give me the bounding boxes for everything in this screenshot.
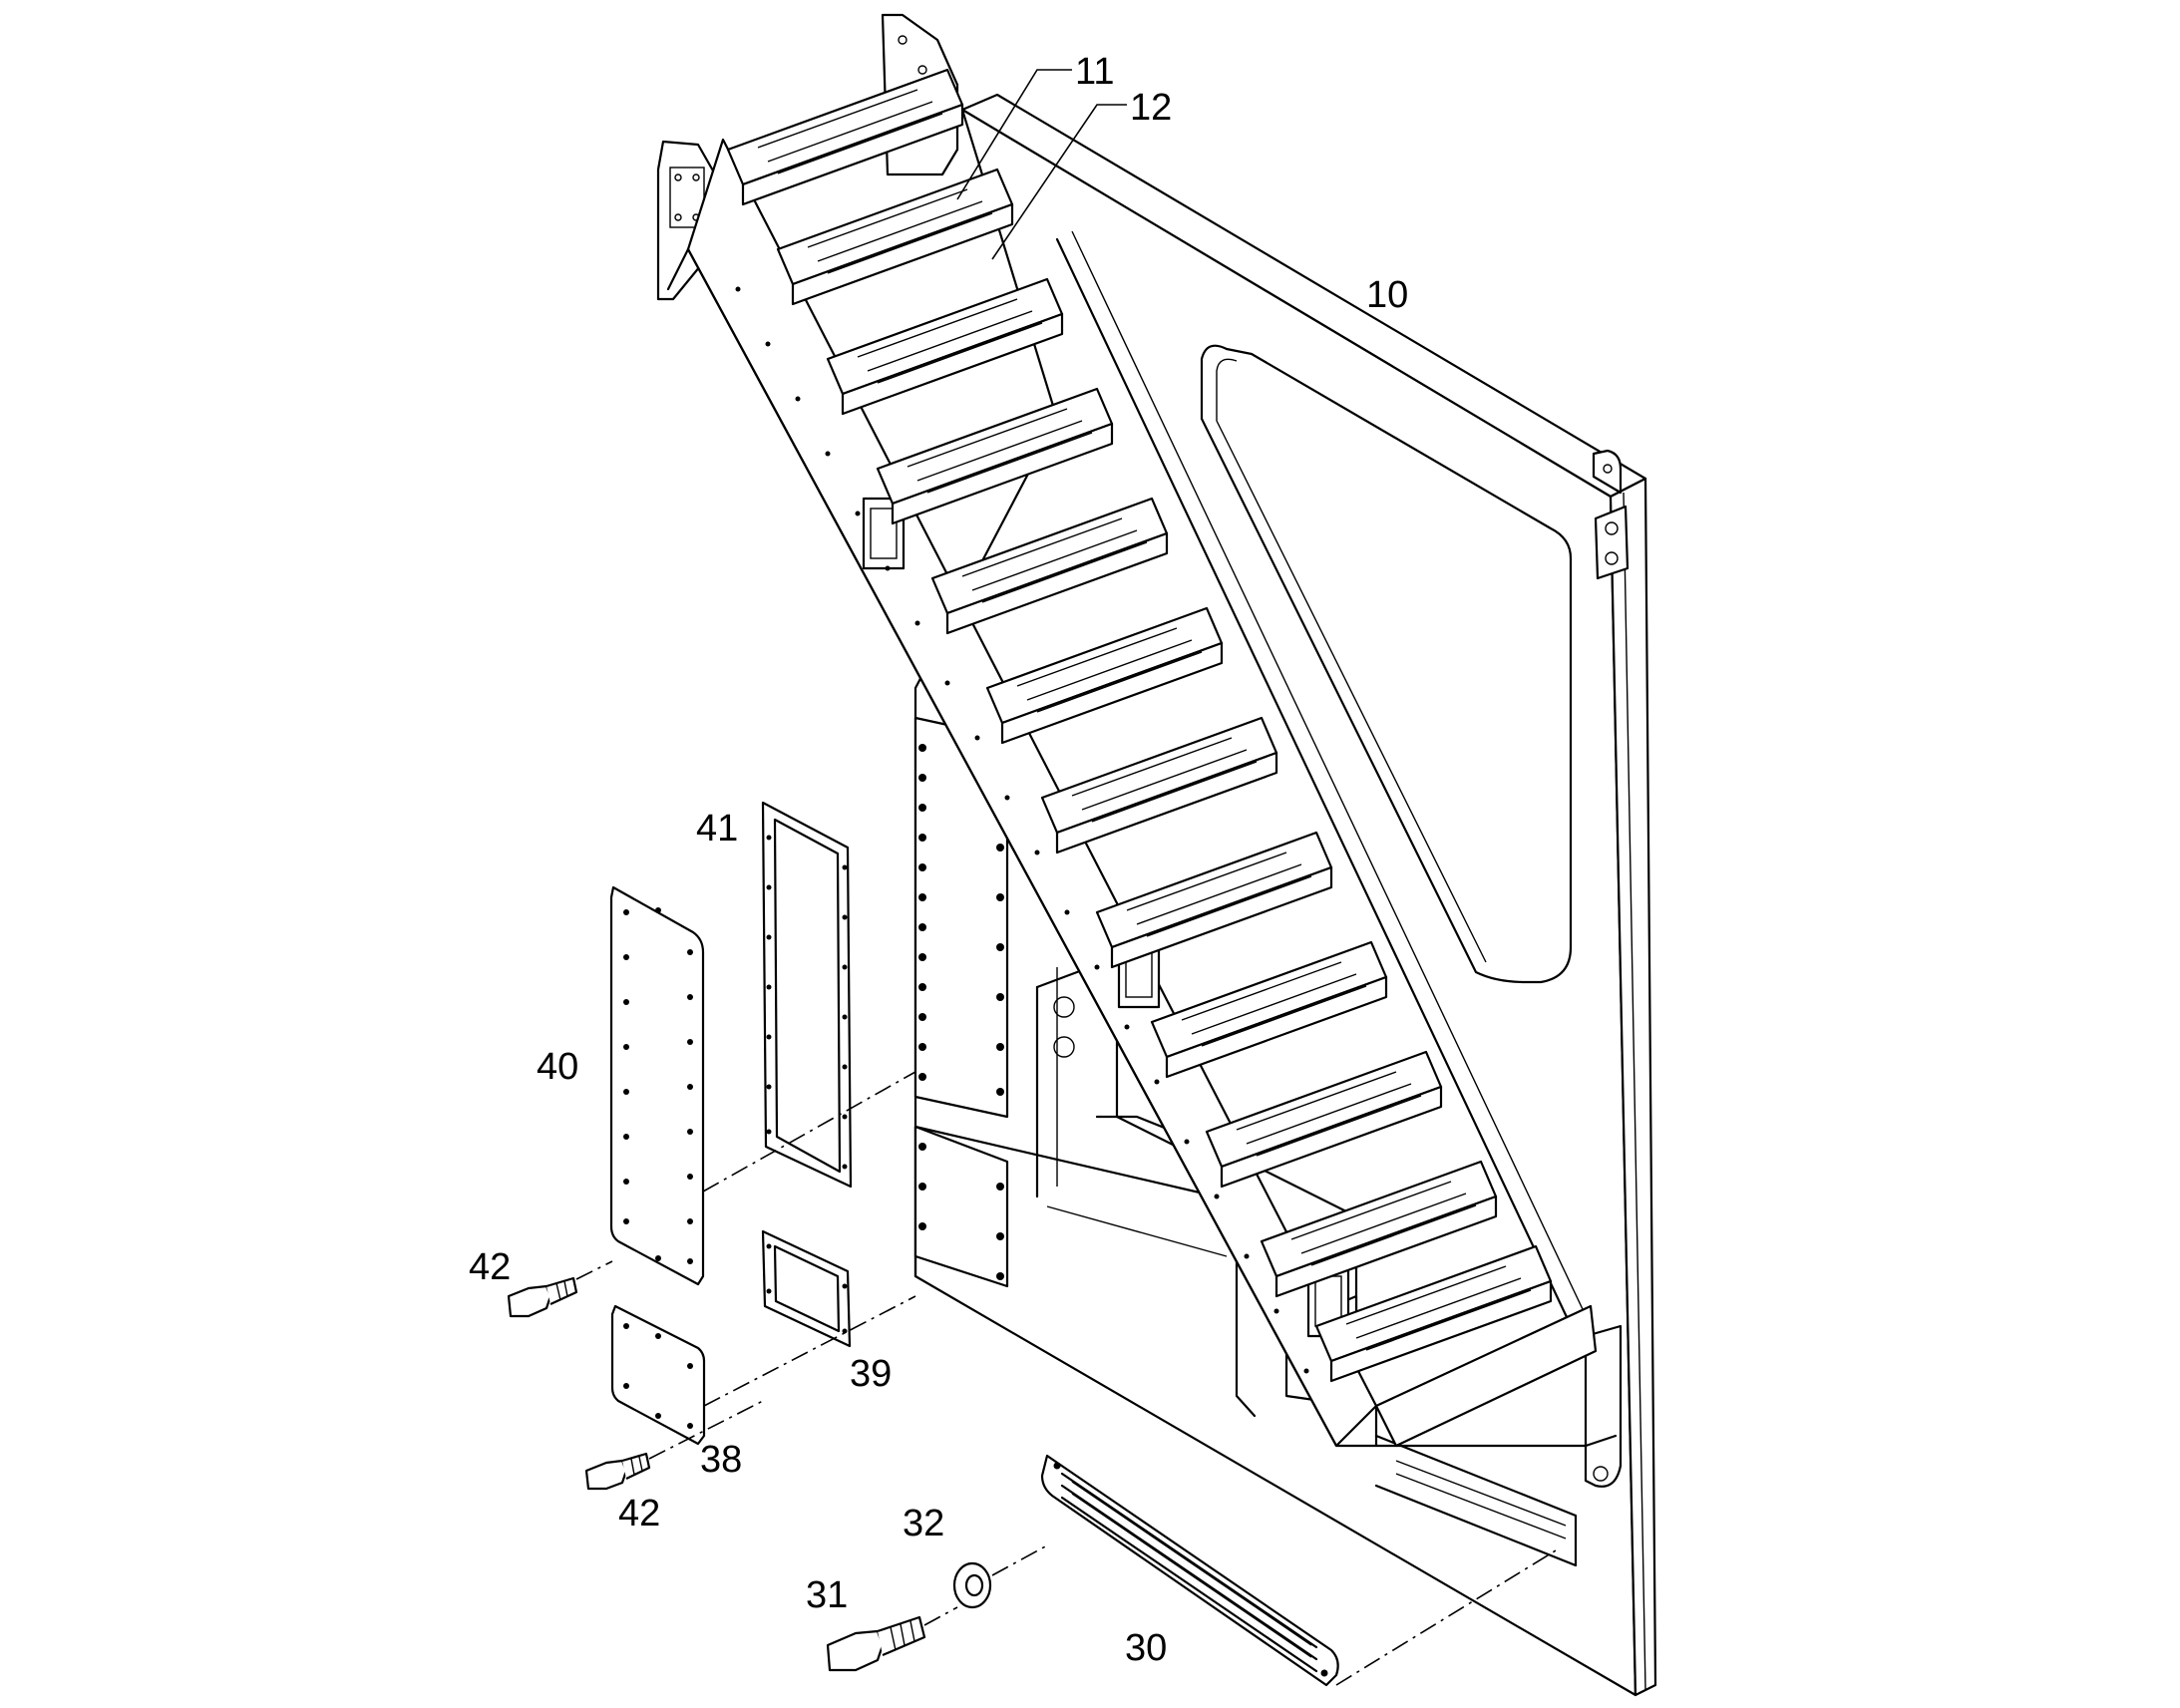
step-tread (876, 387, 1114, 525)
assembly-centerlines (575, 1071, 1557, 1686)
step-tread (726, 68, 964, 206)
bolt-31 (826, 1615, 926, 1672)
louver-grille-30 (1040, 1454, 1339, 1687)
callout-42-lower: 42 (618, 1493, 660, 1535)
leader-lines (956, 69, 1127, 260)
bolt-42-upper (507, 1276, 578, 1318)
callout-31: 31 (806, 1574, 848, 1616)
cover-plate-38 (610, 1304, 706, 1446)
step-treads (726, 68, 1553, 1383)
step-tread (1150, 940, 1388, 1079)
stringer-rivets (735, 286, 1309, 1374)
gasket-39 (761, 1229, 852, 1348)
callout-10: 10 (1366, 274, 1408, 316)
step-tread (1314, 1244, 1553, 1383)
cover-plate-40 (609, 885, 705, 1286)
gasket-41 (761, 801, 853, 1189)
bolt-42-lower (584, 1452, 651, 1491)
step-tread (776, 168, 1014, 306)
callout-42-upper: 42 (469, 1246, 511, 1288)
callout-40: 40 (537, 1046, 578, 1088)
step-tread (1095, 831, 1333, 969)
step-tread (826, 277, 1064, 416)
callout-30: 30 (1125, 1627, 1167, 1669)
callout-38: 38 (700, 1439, 742, 1481)
callout-32: 32 (903, 1503, 944, 1544)
step-tread (1040, 716, 1278, 854)
callout-39: 39 (850, 1353, 892, 1395)
callout-labels: 10 11 12 30 31 32 38 39 40 41 42 42 (469, 51, 1408, 1669)
step-tread (1260, 1160, 1498, 1298)
step-tread (930, 497, 1169, 635)
washer-32 (952, 1561, 992, 1609)
panel-bolt-pattern (918, 744, 1004, 1280)
step-tread (1205, 1050, 1443, 1189)
callout-41: 41 (696, 808, 738, 850)
step-tread (985, 606, 1224, 745)
callout-12: 12 (1130, 87, 1172, 129)
callout-11: 11 (1075, 51, 1114, 93)
